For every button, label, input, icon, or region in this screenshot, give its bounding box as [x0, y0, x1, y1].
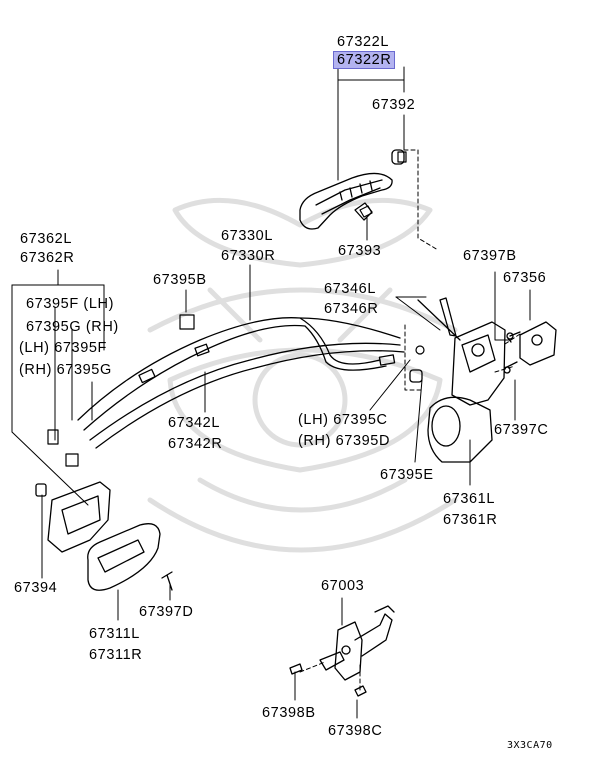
part-label-67397B[interactable]: 67397B [463, 248, 517, 264]
part-label-67393[interactable]: 67393 [338, 243, 382, 259]
leader-lines [11, 66, 531, 719]
diagram-code: 3X3CA70 [507, 740, 553, 751]
part-label-67362L[interactable]: 67362L [20, 231, 72, 247]
part-label-67311R[interactable]: 67311R [89, 647, 143, 663]
part-label-67395F-lh-2[interactable]: (LH) 67395F [19, 340, 107, 356]
part-label-67397D[interactable]: 67397D [139, 604, 194, 620]
part-label-67361L[interactable]: 67361L [443, 491, 495, 507]
part-label-67322L[interactable]: 67322L [337, 34, 389, 50]
part-label-67330L[interactable]: 67330L [221, 228, 273, 244]
part-label-67395G-rh-2[interactable]: (RH) 67395G [19, 362, 112, 378]
part-label-67346R[interactable]: 67346R [324, 301, 379, 317]
cable-clips [47, 314, 425, 467]
part-label-67394[interactable]: 67394 [14, 580, 58, 596]
watermark-emblem-icon [147, 197, 458, 553]
latch-assembly [409, 297, 506, 463]
cables [77, 317, 405, 449]
part-label-67342L[interactable]: 67342L [168, 415, 220, 431]
door-checker [289, 605, 395, 697]
part-label-67330R[interactable]: 67330R [221, 248, 276, 264]
part-label-67392[interactable]: 67392 [372, 97, 416, 113]
part-label-67342R[interactable]: 67342R [168, 436, 223, 452]
part-label-67395E[interactable]: 67395E [380, 467, 434, 483]
part-label-67361R[interactable]: 67361R [443, 512, 498, 528]
screws [359, 151, 407, 218]
part-label-67346L[interactable]: 67346L [324, 281, 376, 297]
part-label-67395D[interactable]: (RH) 67395D [298, 433, 391, 449]
part-label-67395C[interactable]: (LH) 67395C [298, 412, 388, 428]
part-label-67356[interactable]: 67356 [503, 270, 547, 286]
part-label-67398B[interactable]: 67398B [262, 705, 316, 721]
part-label-67311L[interactable]: 67311L [89, 626, 140, 642]
part-label-67395F-lh[interactable]: 67395F (LH) [26, 296, 114, 312]
part-label-67395G-rh[interactable]: 67395G (RH) [26, 319, 119, 335]
part-label-67398C[interactable]: 67398C [328, 723, 383, 739]
part-label-67397C[interactable]: 67397C [494, 422, 549, 438]
inside-handle [35, 481, 173, 591]
striker-plate [503, 321, 557, 374]
part-label-67395B[interactable]: 67395B [153, 272, 207, 288]
part-label-67003[interactable]: 67003 [321, 578, 365, 594]
part-label-67322R[interactable]: 67322R [333, 51, 396, 69]
part-label-67362R[interactable]: 67362R [20, 250, 75, 266]
